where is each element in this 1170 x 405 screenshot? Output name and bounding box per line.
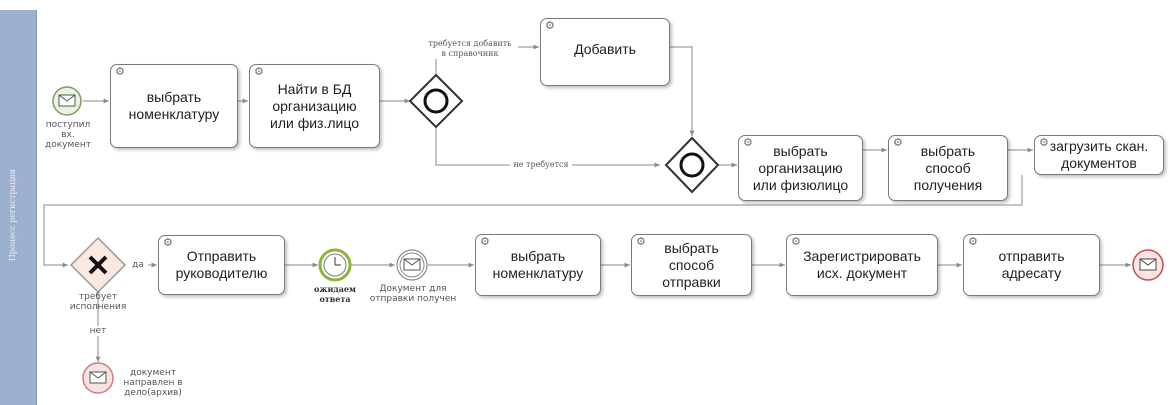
flow-label-yes: да	[128, 260, 148, 270]
start-event-label: поступил вх. документ	[45, 120, 91, 150]
message-event-label: Документ для отправки получен	[369, 284, 457, 304]
task-find-in-db[interactable]: ⚙ Найти в БД организацию или физ.лицо	[249, 64, 380, 148]
task-select-receive-method[interactable]: ⚙ выбрать способ получения	[888, 135, 1008, 201]
task-label: выбрать способ отправки	[662, 239, 721, 290]
timer-event-label: ожидаем ответа	[314, 284, 356, 304]
task-label: Найти в БД организацию или физ.лицо	[270, 80, 359, 131]
archive-event-label: документ направлен в дело(архив)	[123, 368, 183, 398]
task-send-to-addressee[interactable]: ⚙ отправить адресату	[963, 234, 1100, 296]
flow-add-to-merge	[670, 46, 695, 136]
end-event	[1132, 249, 1164, 281]
task-label: загрузить скан. документов	[1049, 138, 1149, 171]
exclusive-gateway-label: требует исполнения	[69, 292, 127, 312]
gear-icon: ⚙	[545, 20, 555, 32]
timer-event	[318, 248, 352, 282]
task-select-send-method[interactable]: ⚙ выбрать способ отправки	[631, 234, 752, 296]
flow-label-not-needed: не требуется	[510, 160, 572, 170]
task-label: Зарегистрировать исх. документ	[803, 248, 921, 281]
gear-icon: ⚙	[163, 237, 173, 249]
task-label: выбрать способ получения	[913, 142, 983, 193]
message-catch-event	[396, 249, 428, 281]
archive-message-event	[82, 362, 114, 394]
flow-gateway-not-needed	[435, 127, 660, 168]
gear-icon: ⚙	[115, 66, 125, 78]
task-send-to-manager[interactable]: ⚙ Отправить руководителю	[158, 235, 285, 295]
task-label: Отправить руководителю	[175, 248, 268, 281]
event-gateway-split	[408, 73, 464, 129]
task-upload-scans[interactable]: ⚙ загрузить скан. документов	[1034, 135, 1164, 175]
task-add[interactable]: ⚙ Добавить	[540, 18, 670, 86]
event-gateway-merge	[664, 136, 720, 194]
gear-icon: ⚙	[1039, 137, 1049, 149]
envelope-icon	[58, 94, 76, 107]
gear-icon: ⚙	[636, 236, 646, 248]
task-label: выбрать номенклатуру	[492, 248, 584, 281]
gear-icon: ⚙	[791, 236, 801, 248]
gear-icon: ⚙	[254, 66, 264, 78]
swimlane-band: Процесс регистрации	[0, 10, 37, 405]
gear-icon: ⚙	[968, 236, 978, 248]
gear-icon: ⚙	[893, 137, 903, 149]
exclusive-gateway	[69, 236, 127, 294]
task-select-organization[interactable]: ⚙ выбрать организацию или физюлицо	[738, 135, 863, 201]
task-label: отправить адресату	[998, 248, 1065, 281]
flow-upload-to-exclusive	[43, 175, 1023, 268]
flow-label-needs-adding: требуется добавить в справочник	[422, 39, 518, 59]
flow-label-no: нет	[84, 326, 112, 336]
task-register-outgoing[interactable]: ⚙ Зарегистрировать исх. документ	[786, 234, 938, 296]
task-label: Добавить	[574, 41, 636, 57]
gear-icon: ⚙	[743, 137, 753, 149]
gear-icon: ⚙	[480, 236, 490, 248]
task-label: выбрать номенклатуру	[128, 89, 220, 122]
task-select-nomenclature-1[interactable]: ⚙ выбрать номенклатуру	[110, 64, 238, 148]
task-select-nomenclature-2[interactable]: ⚙ выбрать номенклатуру	[475, 234, 601, 296]
task-label: выбрать организацию или физюлицо	[752, 142, 849, 193]
